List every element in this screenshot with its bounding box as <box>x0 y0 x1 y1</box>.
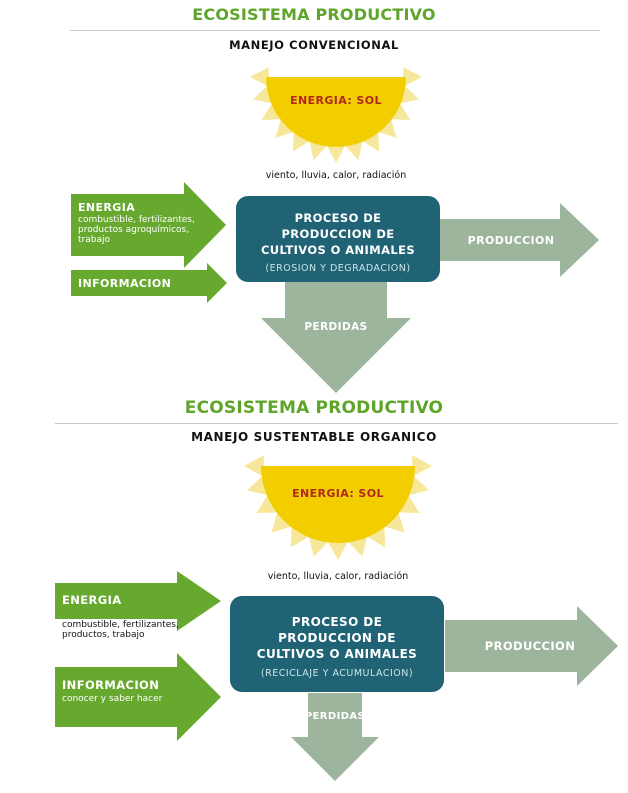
sun-ray <box>327 540 349 560</box>
sun-ray <box>389 102 411 120</box>
sun-body <box>261 466 415 543</box>
divider <box>70 30 600 31</box>
sun-ray <box>293 130 311 152</box>
sun-body <box>266 77 406 147</box>
sun-icon <box>250 67 422 163</box>
information-detail: conocer y saber hacer <box>62 694 163 704</box>
information-label: INFORMACION <box>62 678 160 692</box>
information-label: INFORMACION <box>78 277 172 290</box>
energy-input-arrow <box>55 571 221 631</box>
production-output-arrow <box>440 203 599 277</box>
losses-output-arrow <box>261 282 411 393</box>
diagram-title: ECOSISTEMA PRODUCTIVO <box>192 5 436 24</box>
process-box: PROCESO DE PRODUCCION DE CULTIVOS O ANIM… <box>236 196 440 282</box>
sun-ray <box>291 524 311 548</box>
sun-ray <box>365 524 385 548</box>
production-output-arrow <box>445 606 618 686</box>
sun-ray <box>412 455 432 477</box>
process-subtitle: (EROSION Y DEGRADACION) <box>265 263 411 274</box>
sun-ray <box>403 67 422 87</box>
production-label: PRODUCCION <box>467 234 555 247</box>
sun-ray <box>250 67 269 87</box>
process-title: PROCESO DE PRODUCCION DE CULTIVOS O ANIM… <box>256 615 418 661</box>
weather-factors: viento, lluvia, calor, radiación <box>267 571 409 582</box>
energy-detail: combustible, fertilizantes, productos ag… <box>78 215 195 245</box>
sun-ray <box>361 130 379 152</box>
sun-ray <box>382 510 405 533</box>
information-input-arrow <box>55 653 221 741</box>
losses-output-arrow <box>291 693 379 781</box>
losses-label: PERDIDAS <box>304 711 366 722</box>
divider <box>55 423 618 424</box>
process-subtitle: (RECICLAJE Y ACUMULACION) <box>260 668 414 679</box>
production-label: PRODUCCION <box>484 639 576 653</box>
energy-input-arrow <box>71 182 226 268</box>
sun-ray <box>326 144 346 163</box>
sun-icon <box>244 455 432 560</box>
energy-label: ENERGIA <box>62 593 122 607</box>
diagram-subtitle: MANEJO CONVENCIONAL <box>229 38 399 52</box>
weather-factors: viento, lluvia, calor, radiación <box>265 170 407 181</box>
sun-ray <box>256 493 280 513</box>
diagram-subtitle: MANEJO SUSTENTABLE ORGANICO <box>191 430 437 444</box>
sun-ray <box>376 117 397 138</box>
process-title: PROCESO DE PRODUCCION DE CULTIVOS O ANIM… <box>260 211 416 257</box>
sun-ray <box>396 493 420 513</box>
sun-ray <box>261 102 283 120</box>
process-box: PROCESO DE PRODUCCION DE CULTIVOS O ANIM… <box>230 596 444 692</box>
losses-label: PERDIDAS <box>304 321 368 333</box>
sun-label: ENERGIA: SOL <box>292 487 384 500</box>
sun-label: ENERGIA: SOL <box>290 94 382 107</box>
information-input-arrow <box>71 263 227 303</box>
sun-ray <box>271 510 294 533</box>
diagram-title: ECOSISTEMA PRODUCTIVO <box>184 398 444 418</box>
sun-ray <box>244 455 264 477</box>
sun-ray <box>275 117 296 138</box>
energy-detail: combustible, fertilizantes, productos, t… <box>62 620 179 640</box>
energy-label: ENERGIA <box>78 201 136 214</box>
